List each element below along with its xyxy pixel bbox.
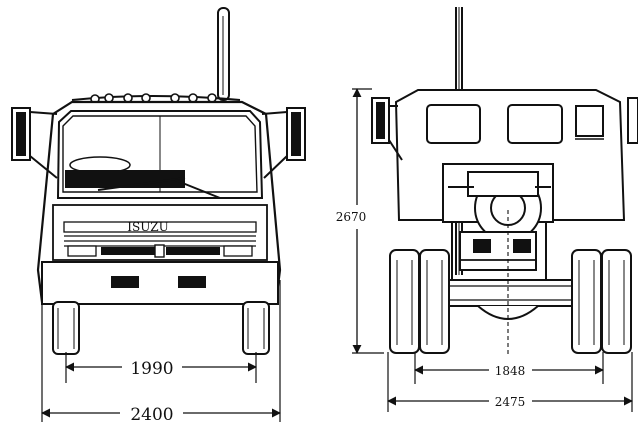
front-steering-wheel <box>65 156 221 199</box>
front-grille: ISUZU <box>52 204 268 261</box>
front-exhaust-stack <box>217 7 230 101</box>
front-grille-logo: ISUZU <box>127 220 169 234</box>
rear-tires-right <box>571 249 632 354</box>
front-track-width-label: 1990 <box>130 359 173 379</box>
front-tires <box>52 301 270 355</box>
rear-view-truck <box>371 7 638 354</box>
rear-windows <box>426 104 604 144</box>
rear-overall-height-label: 2670 <box>336 210 367 224</box>
front-bumper <box>41 261 279 305</box>
rear-tires-left <box>389 249 450 354</box>
rear-track-width-label: 1848 <box>495 364 526 378</box>
front-view-truck: ISUZU <box>11 7 306 355</box>
rear-overall-width-label: 2475 <box>495 395 526 409</box>
rear-engine-details <box>442 163 554 282</box>
front-mirrors <box>11 107 306 179</box>
front-dimensions: 1990 2400 <box>41 280 281 425</box>
front-overall-width-label: 2400 <box>130 405 173 425</box>
rear-dimensions: 2670 1848 2475 <box>336 88 633 412</box>
